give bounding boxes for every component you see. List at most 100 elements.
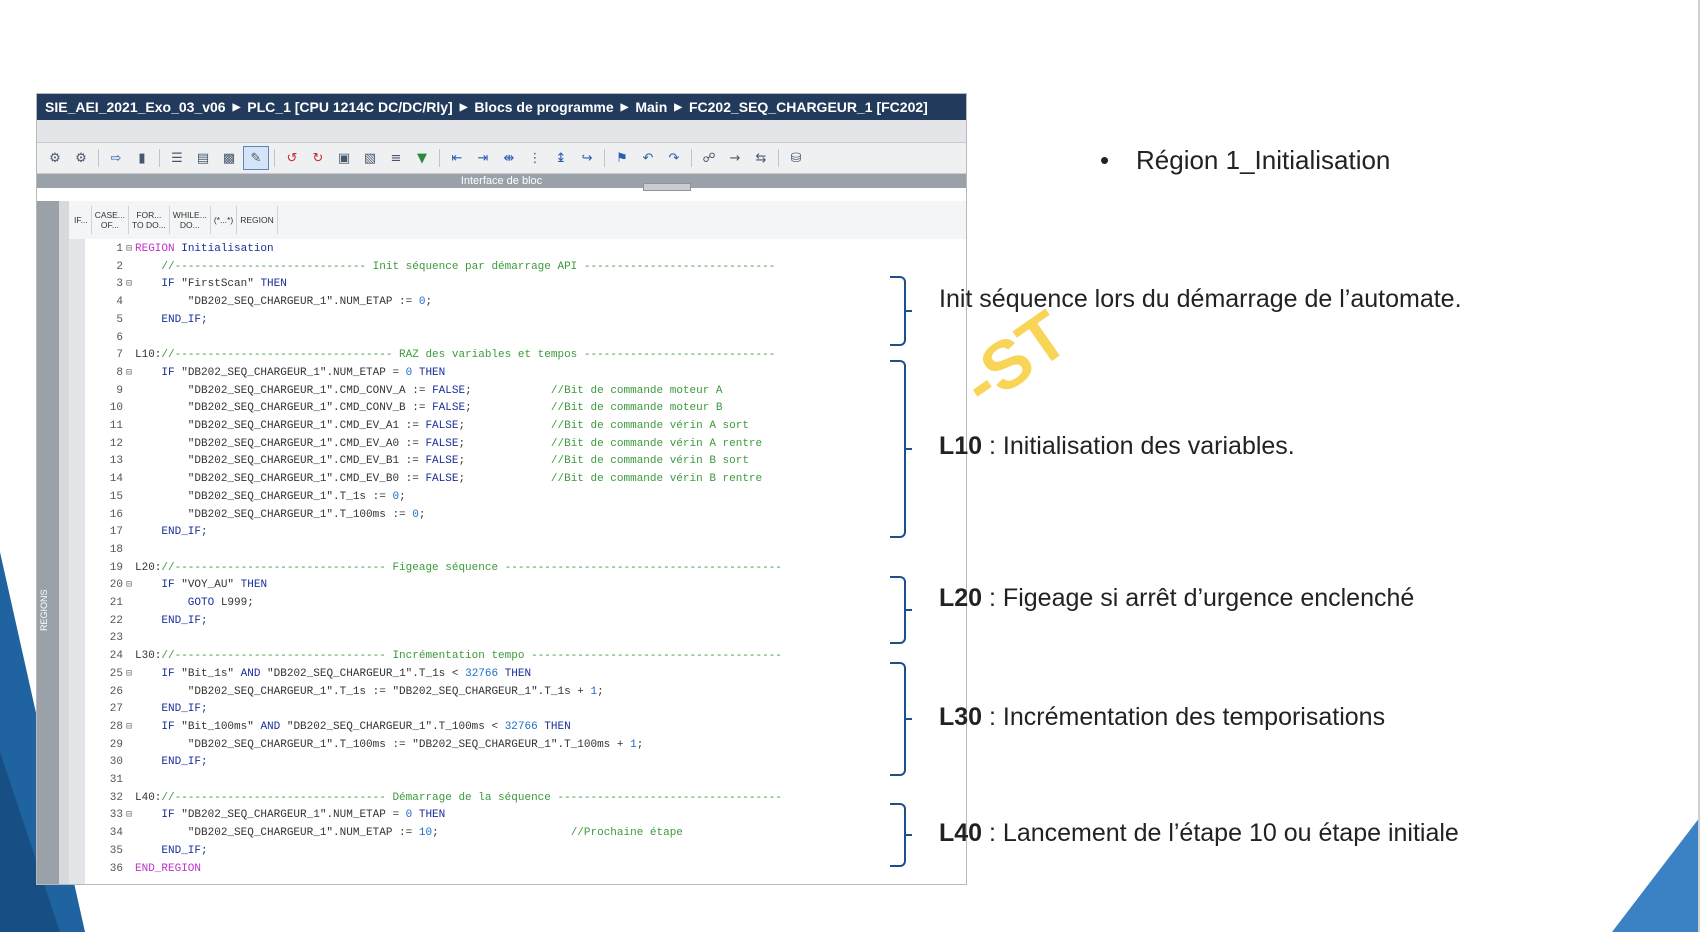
fold-toggle-icon[interactable]: ⊟ — [125, 279, 133, 291]
delete-network-icon[interactable]: ▮ — [138, 150, 146, 166]
code-line[interactable]: 4 "DB202_SEQ_CHARGEUR_1".NUM_ETAP := 0; — [85, 294, 432, 312]
keyword-region[interactable]: REGION — [237, 206, 278, 234]
code-line[interactable]: 16 "DB202_SEQ_CHARGEUR_1".T_100ms := 0; — [85, 507, 426, 525]
code-token: //-------------------------------- Incré… — [161, 650, 782, 663]
code-token: THEN — [260, 278, 287, 291]
code-line[interactable]: 13 "DB202_SEQ_CHARGEUR_1".CMD_EV_B1 := F… — [85, 453, 749, 471]
compile-icon[interactable]: ⚙ — [49, 150, 61, 166]
code-line[interactable]: 33⊟ IF "DB202_SEQ_CHARGEUR_1".NUM_ETAP =… — [85, 807, 445, 825]
breadcrumb-blocks[interactable]: Blocs de programme — [474, 99, 614, 115]
align-icon[interactable]: ↨ — [555, 150, 567, 166]
code-token: "DB202_SEQ_CHARGEUR_1".NUM_ETAP = — [181, 366, 406, 379]
breadcrumb-main[interactable]: Main — [635, 99, 668, 115]
brace-l10 — [890, 360, 912, 538]
code-line[interactable]: 17 END_IF; — [85, 524, 208, 542]
splitter-handle[interactable] — [643, 183, 691, 191]
breadcrumb-project[interactable]: SIE_AEI_2021_Exo_03_v06 — [45, 99, 226, 115]
monitor-off-icon[interactable]: ▧ — [363, 150, 377, 166]
code-token: "Bit_100ms" — [181, 720, 261, 733]
code-line[interactable]: 1⊟REGION Initialisation — [85, 241, 273, 259]
breadcrumb-arrow-icon: ▶ — [459, 101, 468, 113]
fold-toggle-icon[interactable]: ⊟ — [125, 244, 133, 255]
code-line[interactable]: 29 "DB202_SEQ_CHARGEUR_1".T_100ms := "DB… — [85, 737, 644, 755]
code-line[interactable]: 20⊟ IF "VOY_AU" THEN — [85, 577, 267, 595]
breadcrumb-plc[interactable]: PLC_1 [CPU 1214C DC/DC/Rly] — [247, 99, 453, 115]
export-icon[interactable]: ▤ — [196, 150, 210, 166]
code-line[interactable]: 22 END_IF; — [85, 613, 208, 631]
code-line[interactable]: 30 END_IF; — [85, 754, 208, 772]
annotation-label: L10 — [939, 432, 983, 460]
format-icon[interactable]: ≡ — [390, 150, 402, 166]
keyword-while[interactable]: WHILE... DO... — [170, 206, 211, 234]
outdent-icon[interactable]: ⇥ — [477, 150, 489, 166]
code-token: ; — [458, 437, 551, 450]
code-line[interactable]: 11 "DB202_SEQ_CHARGEUR_1".CMD_EV_A1 := F… — [85, 418, 749, 436]
code-token: "DB202_SEQ_CHARGEUR_1".CMD_EV_B1 := — [135, 455, 426, 468]
link-icon[interactable]: → — [729, 150, 741, 166]
code-line[interactable]: 27 END_IF; — [85, 701, 208, 719]
code-gutter — [69, 239, 85, 884]
keyword-for[interactable]: FOR... TO DO... — [129, 206, 170, 234]
keyword-comment[interactable]: (*...*) — [211, 206, 238, 234]
code-line[interactable]: 5 END_IF; — [85, 312, 207, 330]
fold-toggle-icon[interactable]: ⊟ — [125, 721, 133, 733]
code-line[interactable]: 9 "DB202_SEQ_CHARGEUR_1".CMD_CONV_A := F… — [85, 383, 722, 401]
next-icon[interactable]: ↷ — [668, 150, 680, 166]
comment-icon[interactable]: ⇼ — [503, 150, 515, 166]
uncomment-icon[interactable]: ⋮ — [528, 150, 542, 166]
goto-icon[interactable]: ⚑ — [616, 150, 628, 166]
regions-scrollbar[interactable] — [59, 201, 69, 884]
breadcrumb-block[interactable]: FC202_SEQ_CHARGEUR_1 [FC202] — [688, 99, 928, 115]
code-line[interactable]: 14 "DB202_SEQ_CHARGEUR_1".CMD_EV_B0 := F… — [85, 471, 762, 489]
regions-panel[interactable]: REGIONS — [37, 201, 59, 884]
code-line[interactable]: 10 "DB202_SEQ_CHARGEUR_1".CMD_CONV_B := … — [85, 400, 723, 418]
code-line[interactable]: 34 "DB202_SEQ_CHARGEUR_1".NUM_ETAP := 10… — [85, 825, 683, 843]
bookmark-icon[interactable]: ↪ — [581, 150, 593, 166]
fold-toggle-icon[interactable]: ⊟ — [125, 810, 133, 822]
compile-all-icon[interactable]: ⚙ — [75, 150, 87, 166]
keyword-case[interactable]: CASE... OF... — [92, 206, 129, 234]
code-token: THEN — [504, 667, 532, 680]
cross-ref-icon[interactable]: ☍ — [702, 150, 716, 166]
download-icon[interactable]: ⛁ — [790, 150, 802, 166]
print-icon[interactable]: ▩ — [222, 150, 236, 166]
code-line[interactable]: 28⊟ IF "Bit_100ms" AND "DB202_SEQ_CHARGE… — [85, 719, 571, 737]
code-line[interactable]: 35 END_IF; — [85, 843, 208, 861]
code-line[interactable]: 26 "DB202_SEQ_CHARGEUR_1".T_1s := "DB202… — [85, 684, 604, 702]
clear-breakpoint-icon[interactable]: ↻ — [312, 150, 324, 166]
fold-toggle-icon[interactable]: ⊟ — [125, 367, 133, 379]
snapshot-icon[interactable]: ✎ — [243, 146, 269, 170]
code-line[interactable]: 31 — [85, 772, 135, 790]
code-line[interactable]: 6 — [85, 330, 135, 348]
code-line[interactable]: 12 "DB202_SEQ_CHARGEUR_1".CMD_EV_A0 := F… — [85, 436, 762, 454]
code-line[interactable]: 8⊟ IF "DB202_SEQ_CHARGEUR_1".NUM_ETAP = … — [85, 365, 445, 383]
code-line[interactable]: 3⊟ IF "FirstScan" THEN — [85, 276, 287, 294]
monitor-icon[interactable]: ▣ — [337, 150, 351, 166]
unlink-icon[interactable]: ⇆ — [755, 150, 767, 166]
indent-icon[interactable]: ⇤ — [451, 150, 463, 166]
code-token: //Bit de commande vérin A sort — [550, 420, 749, 432]
code-line[interactable]: 21 GOTO L999; — [85, 595, 254, 613]
code-line[interactable]: 25⊟ IF "Bit_1s" AND "DB202_SEQ_CHARGEUR_… — [85, 666, 531, 684]
fold-toggle-icon[interactable]: ⊟ — [125, 668, 133, 680]
code-line[interactable]: 23 — [85, 630, 135, 648]
code-line[interactable]: 2 //----------------------------- Init s… — [85, 259, 775, 277]
keyword-if[interactable]: IF... — [71, 206, 92, 234]
list-icon[interactable]: ☰ — [171, 150, 183, 166]
code-token: AND — [260, 720, 287, 733]
prev-icon[interactable]: ↶ — [642, 150, 654, 166]
go-icon[interactable]: ▼ — [417, 150, 427, 166]
block-interface-bar[interactable]: Interface de bloc — [37, 174, 966, 191]
code-token: IF — [135, 278, 182, 291]
code-line[interactable]: 15 "DB202_SEQ_CHARGEUR_1".T_1s := 0; — [85, 489, 406, 507]
fold-toggle-icon[interactable]: ⊟ — [125, 580, 133, 592]
breakpoint-icon[interactable]: ↺ — [286, 150, 298, 166]
insert-network-icon[interactable]: ⇨ — [110, 150, 122, 166]
code-line[interactable]: 18 — [85, 542, 135, 560]
